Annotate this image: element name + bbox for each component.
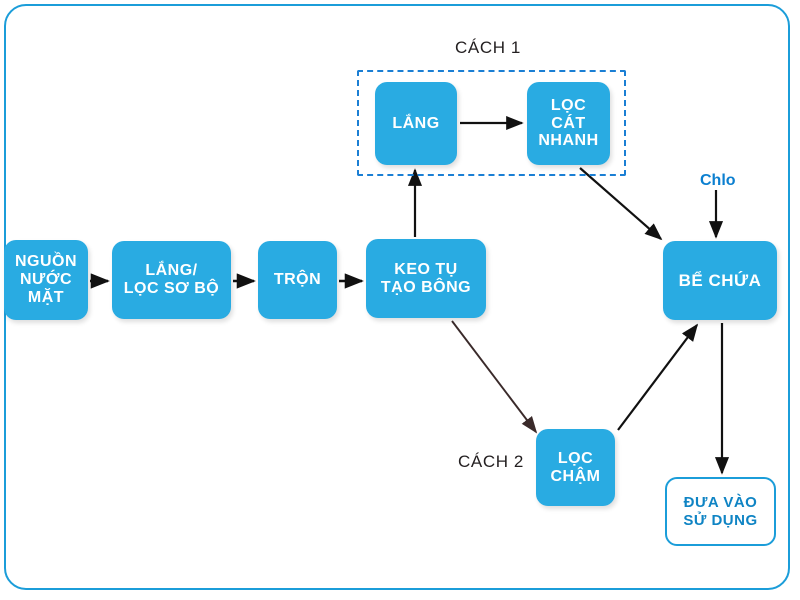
node-be-chua[interactable]: BỂ CHỨA [663,241,777,320]
group-box-cach1 [357,70,626,176]
group-label-cach2: CÁCH 2 [458,452,524,471]
chemical-label-chlo: Chlo [700,172,736,189]
edge-coag-to-slow [451,320,538,434]
edge-rapid-to-tank [579,167,663,241]
node-tron[interactable]: TRỘN [258,241,337,319]
node-lang-loc-so-bo[interactable]: LẮNG/LỌC SƠ BỘ [112,241,231,319]
group-label-cach1: CÁCH 1 [455,38,521,57]
node-lang[interactable]: LẮNG [375,82,457,165]
edge-slow-to-tank [617,323,699,431]
